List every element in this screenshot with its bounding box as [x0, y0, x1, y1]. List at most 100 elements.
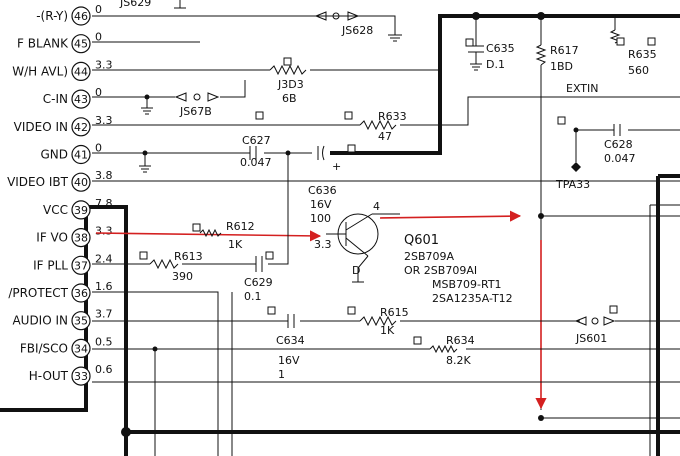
- pin-label: W/H AVL): [12, 64, 68, 78]
- top-wiring: [92, 0, 680, 410]
- pin-label: -(R-Y): [36, 9, 68, 23]
- pin-label: C-IN: [43, 92, 68, 106]
- q601-pin-4: 4: [373, 200, 380, 213]
- pin-label: FBI/SCO: [20, 341, 68, 355]
- pin-circle: [71, 311, 91, 331]
- component-labels: JS629 JS628 J3D3 6B JS67B C635 D.1 R617 …: [119, 0, 657, 381]
- ic-pin-35: AUDIO IN 35 3.7: [12, 308, 113, 331]
- pin-number: 43: [74, 93, 88, 106]
- q601-part-4: 2SA1235A-T12: [432, 292, 513, 305]
- pin-label: IF PLL: [33, 258, 68, 272]
- pin-circle: [71, 6, 91, 26]
- ic-pin-44: W/H AVL)443.3: [12, 58, 113, 82]
- j303-ref: J3D3: [277, 78, 304, 91]
- pin-number: 45: [74, 38, 88, 51]
- r612-ref: R612: [226, 220, 255, 233]
- q601-transistor: [326, 213, 400, 283]
- mid-wiring: [92, 153, 680, 456]
- c627-ref: C627: [242, 134, 271, 147]
- pin-voltage: 3.3: [95, 58, 113, 71]
- c635-ref: C635: [486, 42, 515, 55]
- c628-value: 0.047: [604, 152, 636, 165]
- pin-voltage: 3.3: [95, 225, 113, 238]
- pin-number: 40: [74, 176, 88, 189]
- c627-value: 0.047: [240, 156, 272, 169]
- j303-value: 6B: [282, 92, 297, 105]
- pin-circle: [71, 366, 91, 386]
- ic-pin-43: C-IN 43 0: [43, 86, 102, 109]
- pin-voltage: 3.7: [95, 308, 113, 321]
- signal-trace-arrows: [95, 210, 547, 410]
- pin-label: VIDEO IN: [14, 120, 68, 134]
- r612-value: 1K: [228, 238, 243, 251]
- tpa33-label: TPA33: [555, 178, 590, 191]
- pin-circle: [71, 338, 91, 358]
- ic-pin-46: -(R-Y) 46 0: [36, 3, 102, 26]
- pin-circle: [71, 200, 91, 220]
- q601-part-2: OR 2SB709AI: [404, 264, 477, 277]
- pin-circle: [71, 117, 91, 137]
- pin-circle: [71, 34, 91, 54]
- c636-value: 100: [310, 212, 331, 225]
- r617-ref: R617: [550, 44, 579, 57]
- pin-circle: [71, 89, 91, 109]
- pin-number: 46: [74, 10, 88, 23]
- r617-value: 1BD: [550, 60, 573, 73]
- c628-ref: C628: [604, 138, 633, 151]
- pin-voltage: 3.8: [95, 169, 113, 182]
- r635-value: 560: [628, 64, 649, 77]
- pin-voltage: 2.4: [95, 252, 113, 265]
- q601-part-3: MSB709-RT1: [432, 278, 502, 291]
- q601-ref: Q601: [404, 233, 439, 248]
- emitter-voltage: 3.3: [314, 238, 332, 251]
- ic-pin-36: /PROTECT 36 1.6: [8, 280, 113, 303]
- pin-voltage: 0.5: [95, 335, 113, 348]
- c634-rating: 16V: [278, 354, 300, 367]
- r613-value: 390: [172, 270, 193, 283]
- q601-part-1: 2SB709A: [404, 250, 455, 263]
- pin-number: 41: [74, 149, 88, 162]
- r613-ref: R613: [174, 250, 203, 263]
- pin-circle: [71, 228, 91, 248]
- r615-ref: R615: [380, 306, 409, 319]
- pin-number: 36: [74, 287, 88, 300]
- c634-ref: C634: [276, 334, 305, 347]
- pin-number: 38: [74, 232, 88, 245]
- cap-polarity: +: [332, 160, 341, 173]
- pin-circle: [71, 172, 91, 192]
- js629-label: JS629: [119, 0, 151, 9]
- pin-label: H-OUT: [29, 369, 69, 383]
- pin-number: 42: [74, 121, 88, 134]
- pin-label: /PROTECT: [8, 286, 68, 300]
- pin-number: 33: [74, 370, 88, 383]
- pin-number: 35: [74, 315, 88, 328]
- pin-voltage: 0: [95, 3, 102, 16]
- c635-value: D.1: [486, 58, 505, 71]
- pin-voltage: 1.6: [95, 280, 113, 293]
- pin-number: 37: [74, 259, 88, 272]
- c629-value: 0.1: [244, 290, 262, 303]
- jumper-symbols: [174, 11, 616, 326]
- c629-ref: C629: [244, 276, 273, 289]
- test-points: [139, 37, 656, 345]
- pin-voltage: 0: [95, 86, 102, 99]
- extin-label: EXTIN: [566, 82, 598, 95]
- ic-pin-37: IF PLL 37 2.4: [33, 252, 113, 275]
- collector-mark: D: [352, 264, 360, 277]
- pin-voltage: 0: [95, 31, 102, 44]
- pin-voltage: 7.8: [95, 197, 113, 210]
- r633-value: 47: [378, 130, 392, 143]
- pin-voltage: 0: [95, 142, 102, 155]
- r635-ref: R635: [628, 48, 657, 61]
- pin-label: VCC: [43, 203, 68, 217]
- c636-ref: C636: [308, 184, 337, 197]
- pin-label: AUDIO IN: [12, 314, 68, 328]
- pin-circle: [71, 144, 91, 165]
